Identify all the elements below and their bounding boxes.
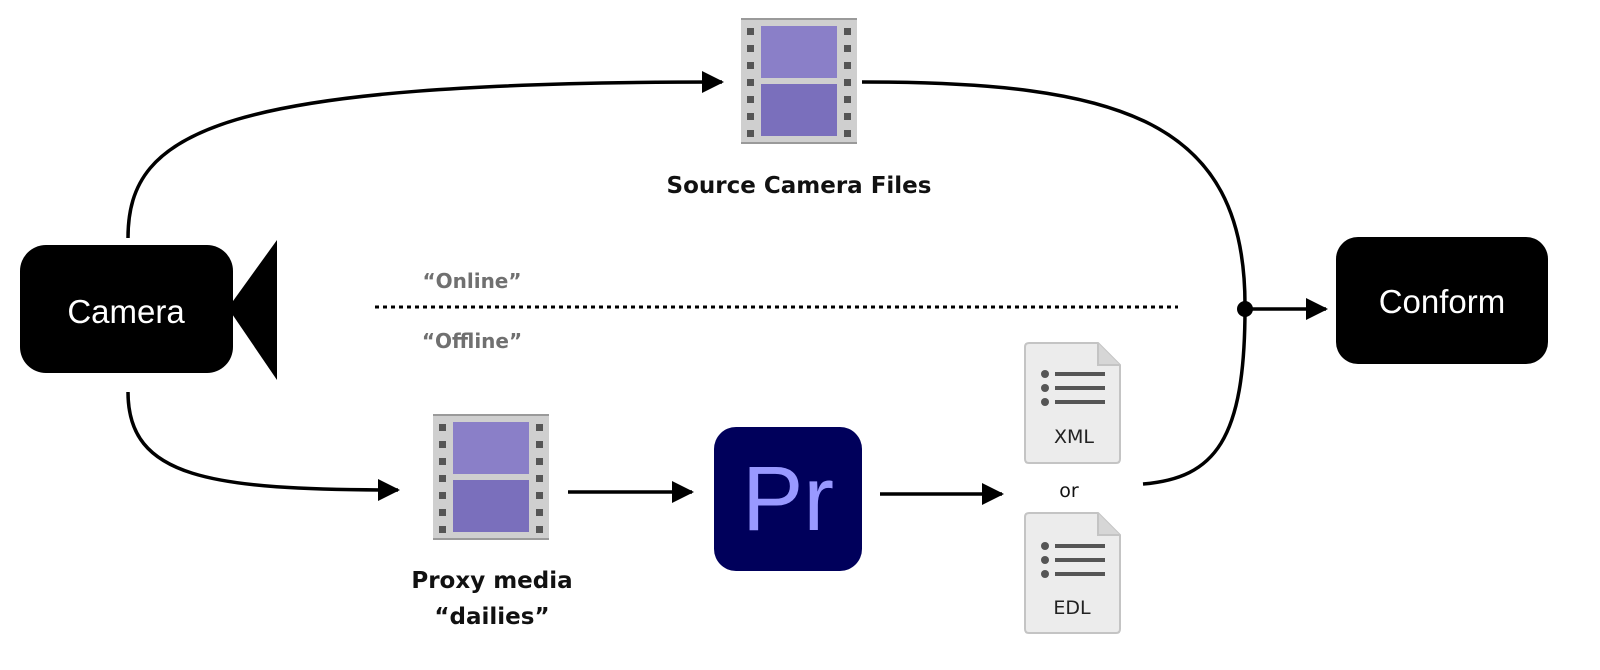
premiere-pro-icon: Pr (714, 427, 862, 571)
camera-label: Camera (67, 293, 185, 330)
offline-label: “Offline” (422, 329, 522, 353)
proxy-caption-line2: “dailies” (434, 604, 549, 630)
source-files-caption: Source Camera Files (667, 173, 932, 199)
camera-to-proxy-arrow (126, 391, 400, 501)
xml-document-icon: XML (1024, 342, 1121, 464)
proxy-film-strip-icon (433, 414, 549, 540)
camera-node: Camera (20, 240, 277, 380)
source-film-strip-icon (741, 18, 857, 144)
xml-label: XML (1054, 426, 1094, 448)
camera-box (20, 245, 233, 373)
camera-lens-icon (228, 240, 277, 380)
docs-to-conform-line (1142, 307, 1247, 486)
online-label: “Online” (422, 269, 521, 293)
camera-to-source-files-arrow (126, 71, 724, 239)
edl-document-icon: EDL (1024, 512, 1121, 634)
source-files-to-conform-line (861, 80, 1247, 306)
proxy-caption-line1: Proxy media (411, 568, 572, 594)
conform-label: Conform (1379, 283, 1506, 320)
junction-dot (1237, 301, 1253, 317)
or-text: or (1059, 480, 1079, 502)
edl-label: EDL (1053, 597, 1091, 619)
conform-node: Conform (1336, 237, 1548, 364)
premiere-icon-text: Pr (742, 448, 834, 550)
conform-box (1336, 237, 1548, 364)
